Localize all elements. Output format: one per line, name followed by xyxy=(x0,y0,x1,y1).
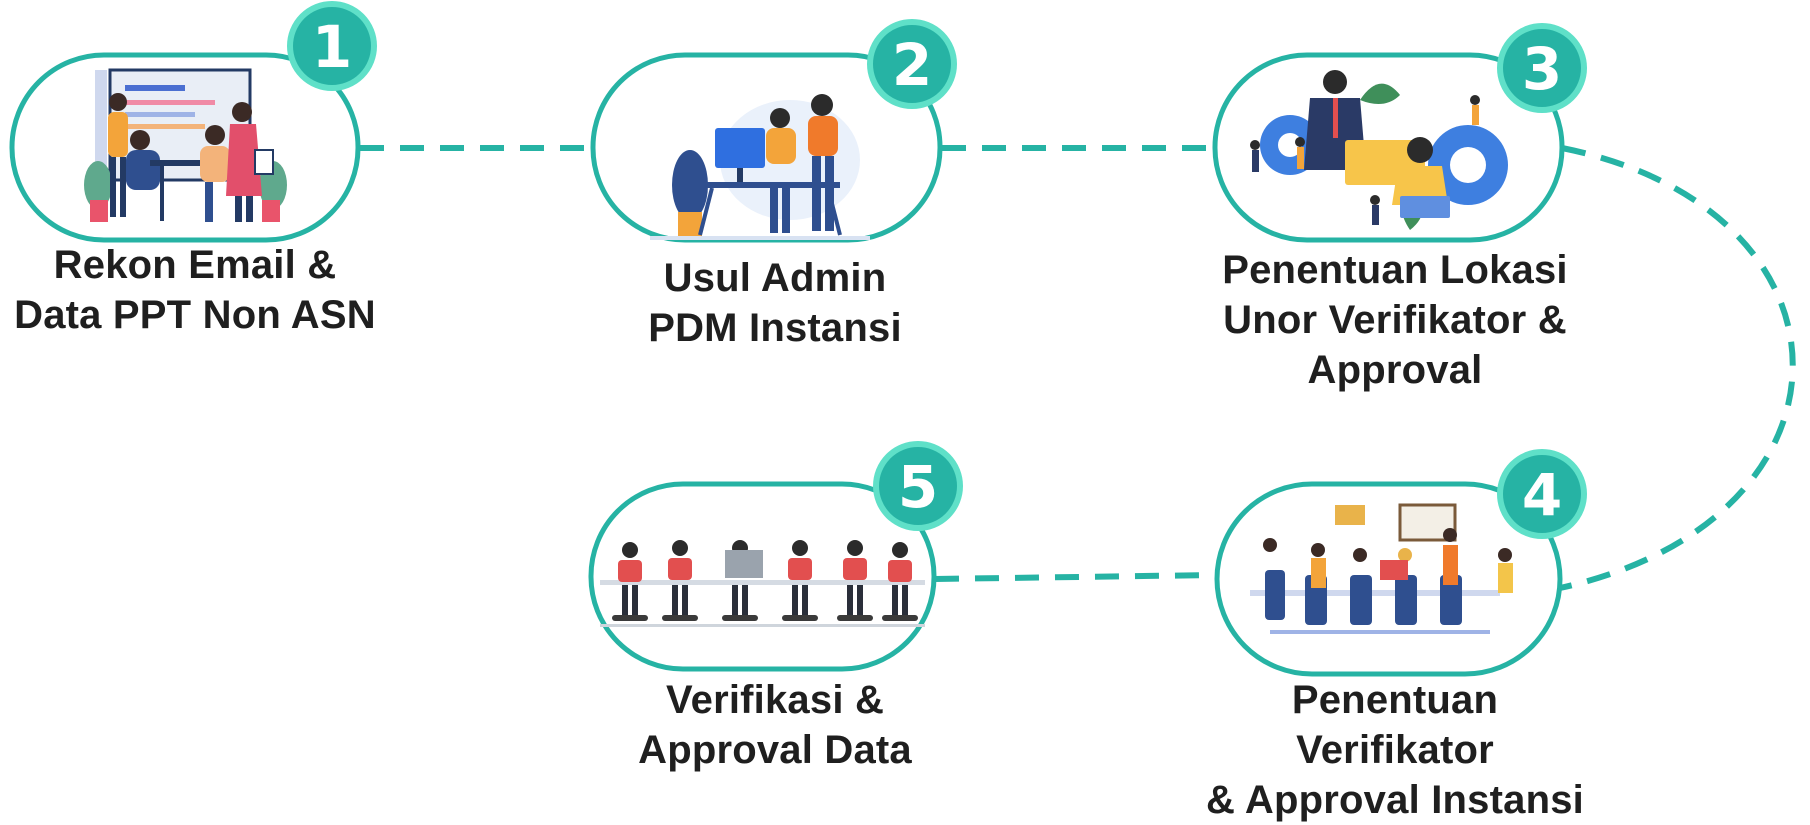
connectors xyxy=(360,145,1796,591)
step-1-label-line-1: Rekon Email & xyxy=(53,243,337,287)
connector-4-5 xyxy=(934,572,1216,582)
step-4-label: Penentuan Verifikator & Approval Instans… xyxy=(1195,675,1595,825)
step-4-label-line-1: Penentuan Verifikator xyxy=(1291,678,1499,772)
step-2-label-line-2: PDM Instansi xyxy=(648,306,902,350)
connector-3-4 xyxy=(1559,145,1796,591)
open-office-team-illustration xyxy=(1250,503,1513,634)
step-1-badge xyxy=(287,1,377,91)
step-5: 5 xyxy=(588,441,963,672)
step-5-label: Verifikasi & Approval Data xyxy=(590,675,960,775)
step-3-label-line-2: Unor Verifikator & xyxy=(1223,298,1567,342)
business-people-gears-laptop-illustration xyxy=(1250,70,1508,230)
step-2-number: 2 xyxy=(892,31,932,99)
step-4-label-line-2: & Approval Instansi xyxy=(1206,778,1584,822)
step-3-label-line-1: Penentuan Lokasi xyxy=(1222,248,1568,292)
step-2-label: Usul Admin PDM Instansi xyxy=(590,253,960,353)
step-5-label-line-1: Verifikasi & xyxy=(665,678,885,722)
step-1-number: 1 xyxy=(312,13,352,81)
step-4-badge xyxy=(1497,449,1587,539)
step-3-number: 3 xyxy=(1522,35,1562,103)
step-3-badge xyxy=(1497,23,1587,113)
step-5-label-line-2: Approval Data xyxy=(638,728,912,772)
step-2: 2 xyxy=(590,19,957,243)
two-people-computer-desk-illustration xyxy=(650,94,870,240)
step-3-label: Penentuan Lokasi Unor Verifikator & Appr… xyxy=(1200,245,1590,395)
step-5-number: 5 xyxy=(898,453,938,521)
step-1-label-line-2: Data PPT Non ASN xyxy=(14,293,376,337)
step-2-badge xyxy=(867,19,957,109)
team-meeting-whiteboard-illustration xyxy=(84,68,287,222)
office-workers-row-desks-illustration xyxy=(600,540,925,627)
step-5-badge xyxy=(873,441,963,531)
step-1: 1 xyxy=(9,1,377,243)
step-3-label-line-3: Approval xyxy=(1307,348,1483,392)
step-1-label: Rekon Email & Data PPT Non ASN xyxy=(10,240,380,340)
step-4-number: 4 xyxy=(1522,461,1562,529)
step-2-label-line-1: Usul Admin xyxy=(663,256,887,300)
process-diagram: 1 2 xyxy=(9,1,1796,677)
step-4: 4 xyxy=(1214,449,1587,677)
step-3: 3 xyxy=(1212,23,1587,243)
